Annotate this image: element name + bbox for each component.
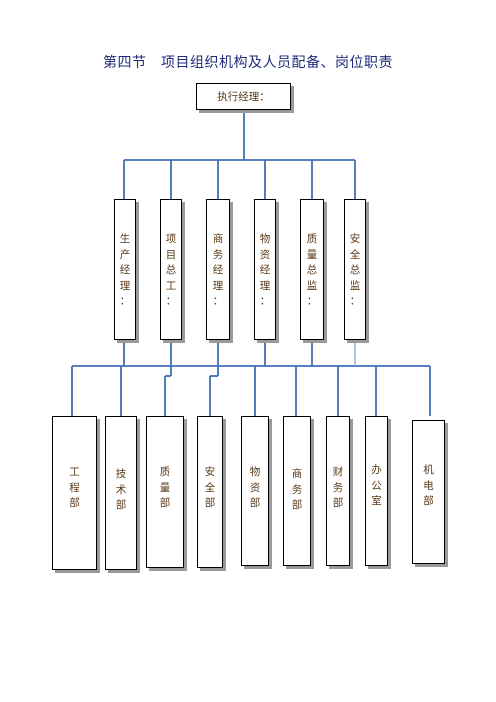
quality-director-box: 质 量 总 监 ：: [300, 199, 324, 340]
safety-director-label: 安 全 总 监 ：: [349, 233, 361, 307]
quality-dept-label: 质 量 部: [159, 466, 171, 509]
finance-dept-label: 财 务 部: [332, 466, 344, 509]
safety-dept-label: 安 全 部: [204, 466, 216, 509]
business-dept-box: 商 务 部: [283, 416, 311, 566]
chief-engineer-label: 项 目 总 工 ：: [165, 233, 177, 307]
office-box: 办 公 室: [365, 416, 388, 566]
materials-manager-label: 物 资 经 理 ：: [259, 233, 271, 307]
materials-dept-box: 物 资 部: [241, 416, 269, 566]
business-manager-label: 商 务 经 理 ：: [212, 233, 224, 307]
office-label: 办 公 室: [371, 464, 382, 507]
technical-dept-label: 技 术 部: [115, 468, 127, 511]
technical-dept-box: 技 术 部: [105, 416, 137, 570]
materials-dept-label: 物 资 部: [249, 466, 261, 509]
chief-engineer-box: 项 目 总 工 ：: [160, 199, 182, 340]
finance-dept-box: 财 务 部: [326, 416, 350, 566]
page-title: 第四节 项目组织机构及人员配备、岗位职责: [103, 55, 393, 71]
quality-dept-box: 质 量 部: [146, 416, 184, 568]
production-manager-box: 生 产 经 理 ：: [114, 199, 136, 340]
executive-manager-box: 执行经理：: [196, 83, 291, 110]
mechanical-electrical-dept-box: 机 电 部: [412, 420, 445, 564]
production-manager-label: 生 产 经 理 ：: [119, 233, 131, 307]
safety-director-box: 安 全 总 监 ：: [344, 199, 366, 340]
engineering-dept-label: 工 程 部: [69, 466, 80, 509]
mechanical-electrical-dept-label: 机 电 部: [423, 464, 434, 507]
engineering-dept-box: 工 程 部: [52, 416, 97, 570]
executive-manager-label: 执行经理：: [217, 91, 270, 103]
materials-manager-box: 物 资 经 理 ：: [254, 199, 276, 340]
safety-dept-box: 安 全 部: [197, 416, 223, 568]
business-dept-label: 商 务 部: [291, 468, 303, 511]
business-manager-box: 商 务 经 理 ：: [206, 199, 230, 340]
quality-director-label: 质 量 总 监 ：: [306, 233, 318, 307]
